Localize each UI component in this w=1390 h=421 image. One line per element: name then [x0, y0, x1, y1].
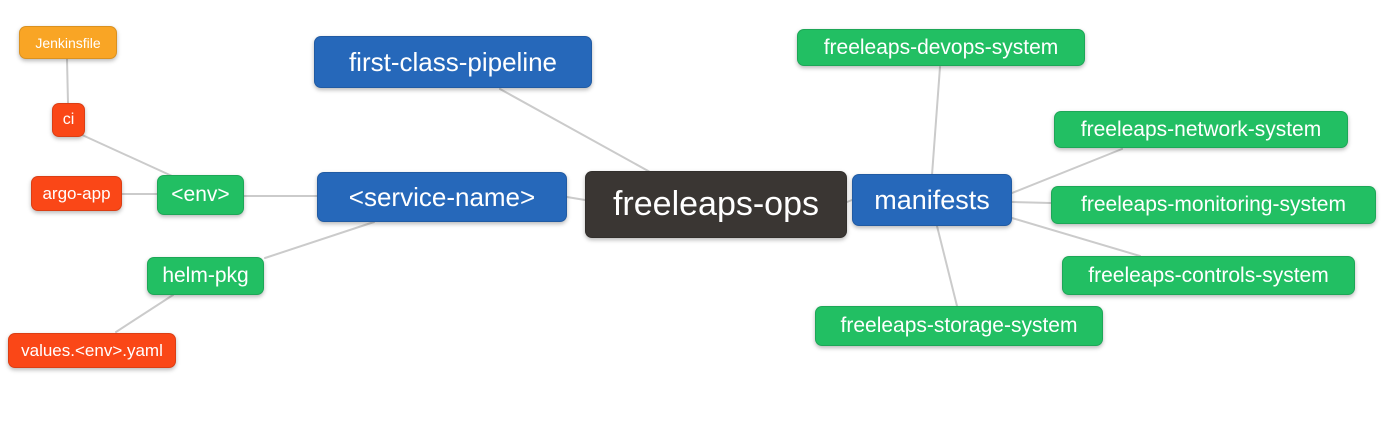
edge-first-class-pipeline-ops — [499, 88, 651, 173]
node-first-class-pipeline[interactable]: first-class-pipeline — [314, 36, 592, 88]
node-manifests[interactable]: manifests — [852, 174, 1012, 226]
node-env[interactable]: <env> — [157, 175, 244, 215]
edge-ci-env — [79, 133, 173, 177]
node-service-name[interactable]: <service-name> — [317, 172, 567, 222]
edge-manifests-network — [1011, 148, 1123, 194]
edge-jenkinsfile-ci — [66, 58, 69, 104]
node-jenkinsfile[interactable]: Jenkinsfile — [19, 26, 117, 59]
edge-manifests-devops — [931, 66, 941, 176]
node-freeleaps-ops[interactable]: freeleaps-ops — [585, 171, 847, 238]
edge-service-name-ops — [566, 196, 586, 201]
edge-manifests-monitoring — [1011, 201, 1052, 204]
node-freeleaps-network-system[interactable]: freeleaps-network-system — [1054, 111, 1348, 148]
node-freeleaps-controls-system[interactable]: freeleaps-controls-system — [1062, 256, 1355, 295]
edge-ops-manifests — [846, 199, 853, 203]
node-values-env-yaml[interactable]: values.<env>.yaml — [8, 333, 176, 368]
node-helm-pkg[interactable]: helm-pkg — [147, 257, 264, 295]
edge-values-helm-pkg — [115, 294, 174, 333]
node-ci[interactable]: ci — [52, 103, 85, 137]
edge-manifests-controls — [1011, 217, 1141, 257]
edge-helm-pkg-service-name — [264, 221, 375, 259]
node-freeleaps-storage-system[interactable]: freeleaps-storage-system — [815, 306, 1103, 346]
node-freeleaps-devops-system[interactable]: freeleaps-devops-system — [797, 29, 1085, 66]
node-freeleaps-monitoring-system[interactable]: freeleaps-monitoring-system — [1051, 186, 1376, 224]
node-argo-app[interactable]: argo-app — [31, 176, 122, 211]
edge-manifests-storage — [936, 225, 958, 307]
